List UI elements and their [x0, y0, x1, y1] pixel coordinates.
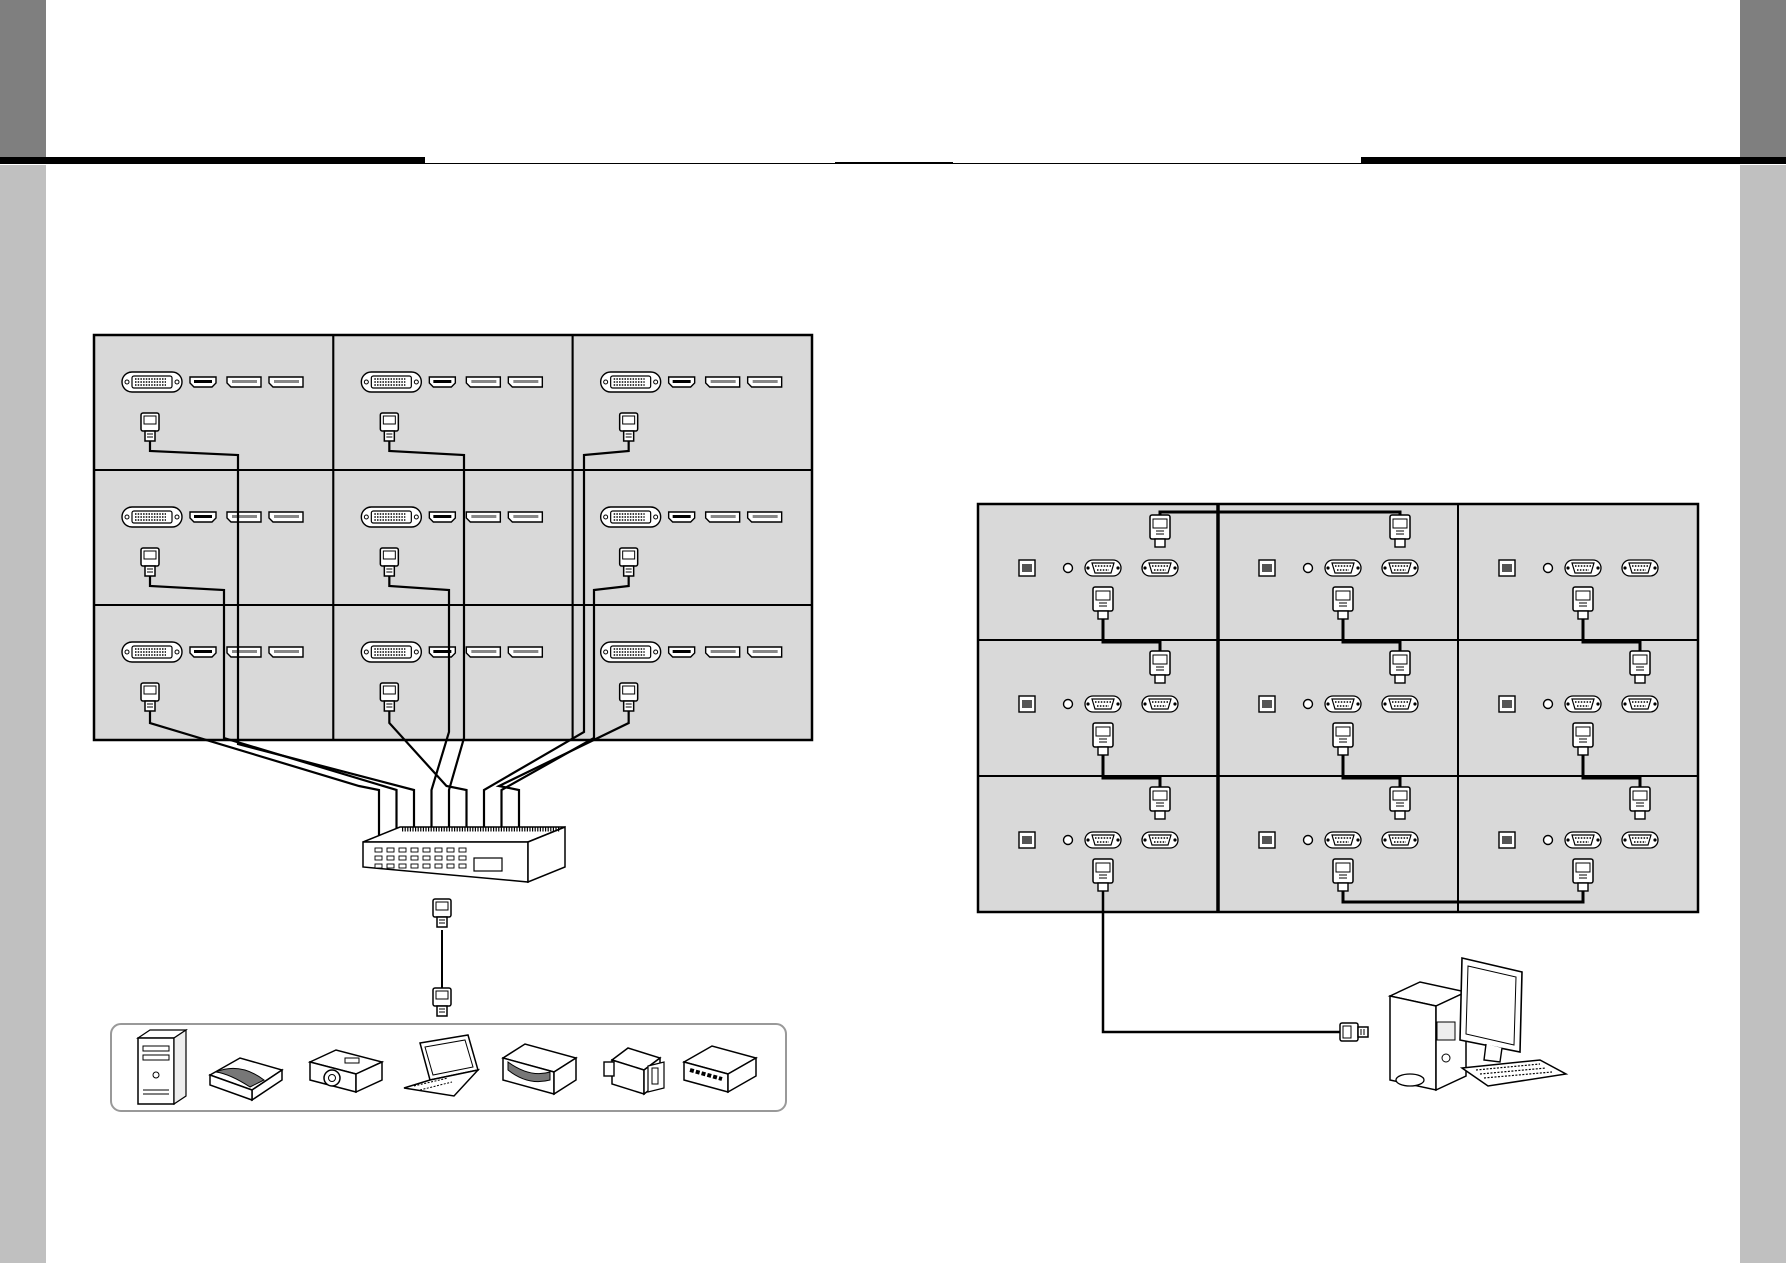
rs232-in-port-icon	[1565, 832, 1601, 848]
dvi-port-icon	[361, 372, 421, 392]
displayport-icon	[269, 647, 303, 657]
display-panel	[333, 335, 572, 470]
ir-sensor-icon	[1544, 700, 1553, 709]
rs232-in-port-icon	[1085, 560, 1121, 576]
rs232-out-port-icon	[1142, 696, 1178, 712]
pc-control-cable	[1103, 891, 1368, 1041]
video-splitter-icon	[363, 827, 565, 882]
hdmi-port-icon	[669, 647, 695, 657]
rj45-port-icon	[1259, 832, 1275, 848]
rs232-in-port-icon	[1325, 832, 1361, 848]
dvi-port-icon	[601, 372, 661, 392]
rj45-port-icon	[1019, 696, 1035, 712]
display-panel	[573, 470, 812, 605]
displayport-icon	[706, 377, 740, 387]
display-panel	[333, 605, 572, 740]
dvi-port-icon	[361, 507, 421, 527]
rs232-out-port-icon	[1142, 560, 1178, 576]
ir-sensor-icon	[1064, 700, 1073, 709]
rs232-out-port-icon	[1142, 832, 1178, 848]
rs232-in-port-icon	[1325, 696, 1361, 712]
dvi-port-icon	[601, 507, 661, 527]
hdmi-port-icon	[190, 377, 216, 387]
rs232-in-port-icon	[1325, 560, 1361, 576]
displayport-icon	[269, 377, 303, 387]
rj45-port-icon	[1499, 832, 1515, 848]
rj45-port-icon	[1499, 696, 1515, 712]
dvi-port-icon	[122, 642, 182, 662]
rs232-in-port-icon	[1565, 696, 1601, 712]
ir-sensor-icon	[1304, 836, 1313, 845]
displayport-icon	[706, 647, 740, 657]
displayport-icon	[466, 647, 500, 657]
dvi-port-icon	[601, 642, 661, 662]
rs232-out-port-icon	[1622, 832, 1658, 848]
displayport-icon	[466, 512, 500, 522]
displayport-icon	[706, 512, 740, 522]
dvi-port-icon	[361, 642, 421, 662]
displayport-icon	[227, 512, 261, 522]
rs232-out-port-icon	[1622, 560, 1658, 576]
ir-sensor-icon	[1304, 564, 1313, 573]
rs232-in-port-icon	[1085, 696, 1121, 712]
displayport-icon	[269, 512, 303, 522]
desktop-tower-icon	[138, 1030, 186, 1104]
video-wall	[94, 335, 812, 740]
displayport-icon	[227, 647, 261, 657]
displayport-icon	[508, 512, 542, 522]
displayport-icon	[748, 377, 782, 387]
source-devices-panel	[111, 1024, 786, 1111]
display-panel	[94, 470, 333, 605]
displayport-icon	[748, 647, 782, 657]
dvi-port-icon	[122, 507, 182, 527]
ir-sensor-icon	[1544, 564, 1553, 573]
hdmi-port-icon	[190, 647, 216, 657]
display-panel	[333, 470, 572, 605]
rs232-in-port-icon	[1085, 832, 1121, 848]
display-panel	[94, 605, 333, 740]
displayport-icon	[508, 377, 542, 387]
displayport-icon	[508, 647, 542, 657]
display-panel	[94, 335, 333, 470]
rj45-port-icon	[1259, 560, 1275, 576]
hdmi-port-icon	[190, 512, 216, 522]
ir-sensor-icon	[1304, 700, 1313, 709]
rj45-port-icon	[1019, 832, 1035, 848]
rs232-out-port-icon	[1382, 560, 1418, 576]
rj45-port-icon	[1499, 560, 1515, 576]
rj45-port-icon	[1019, 560, 1035, 576]
display-panel	[573, 605, 812, 740]
rs232-wall	[978, 504, 1698, 912]
hdmi-port-icon	[429, 377, 455, 387]
displayport-icon	[227, 377, 261, 387]
ir-sensor-icon	[1064, 836, 1073, 845]
display-panel	[573, 335, 812, 470]
rs232-in-port-icon	[1565, 560, 1601, 576]
rj45-port-icon	[1259, 696, 1275, 712]
rs232-out-port-icon	[1382, 832, 1418, 848]
ir-sensor-icon	[1544, 836, 1553, 845]
hdmi-port-icon	[429, 512, 455, 522]
displayport-icon	[466, 377, 500, 387]
dvi-port-icon	[122, 372, 182, 392]
hdmi-port-icon	[429, 647, 455, 657]
displayport-icon	[748, 512, 782, 522]
desktop-pc-icon	[1390, 958, 1566, 1090]
source-cable	[433, 899, 451, 1016]
rs232-out-port-icon	[1382, 696, 1418, 712]
hdmi-port-icon	[669, 377, 695, 387]
ir-sensor-icon	[1064, 564, 1073, 573]
rs232-out-port-icon	[1622, 696, 1658, 712]
hdmi-port-icon	[669, 512, 695, 522]
